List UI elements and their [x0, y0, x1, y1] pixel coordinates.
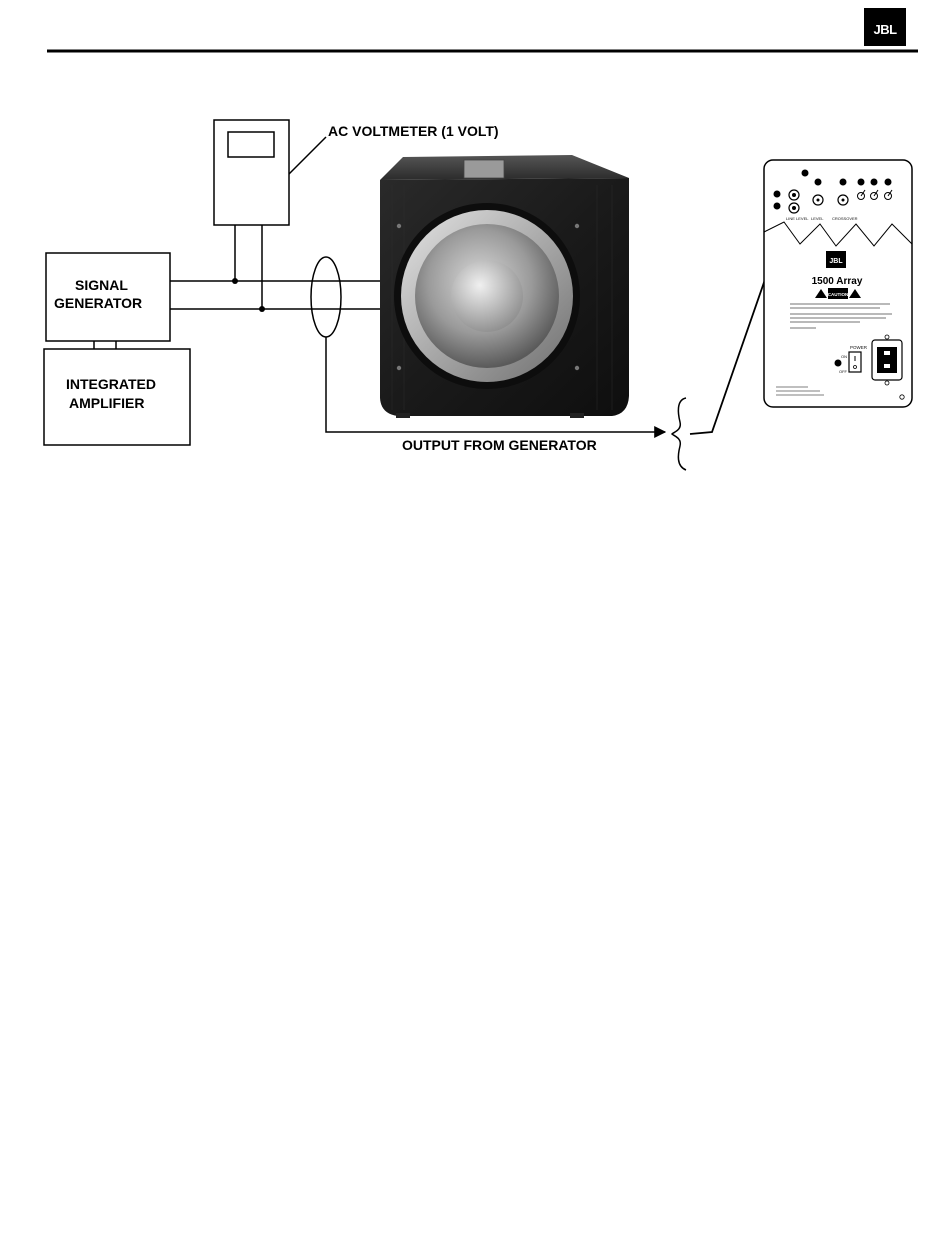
cabinet-top	[380, 155, 629, 180]
voltmeter-leader-line	[289, 137, 326, 174]
cabinet-foot	[396, 413, 410, 418]
subwoofer-cabinet	[380, 155, 629, 418]
signal-generator-label-line2: GENERATOR	[54, 295, 142, 311]
callout-5-icon	[840, 179, 847, 186]
cabinet-foot	[570, 413, 584, 418]
power-switch[interactable]	[849, 352, 861, 372]
ac-inlet[interactable]	[872, 335, 902, 385]
rear-panel: LINE LEVEL LEVEL CROSSOVER JBL 1500 Arra…	[764, 160, 912, 407]
power-off-label: OFF	[839, 369, 848, 374]
power-label: POWER	[850, 345, 868, 350]
integrated-amplifier: INTEGRATED AMPLIFIER	[44, 349, 190, 445]
panel-model-name: 1500 Array	[812, 276, 863, 287]
callout-4-icon	[815, 179, 822, 186]
power-on-label: ON	[841, 354, 847, 359]
jack-pin-icon	[792, 206, 796, 210]
callout-9-icon	[835, 360, 842, 367]
jack-pin-icon	[792, 193, 796, 197]
signal-generator-label-line1: SIGNAL	[75, 277, 128, 293]
cabinet-top-badge	[464, 160, 504, 178]
voltmeter-label: AC VOLTMETER (1 VOLT)	[328, 123, 499, 139]
callout-6-icon	[858, 179, 865, 186]
curly-brace	[672, 398, 686, 470]
knob-center-icon	[817, 199, 820, 202]
callout-1-icon	[774, 191, 781, 198]
screw-icon	[575, 224, 579, 228]
input-label: LINE LEVEL	[786, 216, 809, 221]
screw-icon	[575, 366, 579, 370]
caution-label: CAUTION	[828, 292, 849, 297]
ac-voltmeter	[214, 120, 289, 225]
screw-icon	[397, 366, 401, 370]
output-label: OUTPUT FROM GENERATOR	[402, 437, 597, 453]
voltmeter-display	[228, 132, 274, 157]
jbl-logo: JBL	[864, 8, 906, 46]
jbl-logo-text: JBL	[873, 22, 897, 37]
signal-generator: SIGNAL GENERATOR	[46, 253, 170, 341]
callout-3-icon	[802, 170, 809, 177]
knob-center-icon	[842, 199, 845, 202]
screw-icon	[397, 224, 401, 228]
crossover-label: CROSSOVER	[832, 216, 858, 221]
callout-8-icon	[885, 179, 892, 186]
callout-7-icon	[871, 179, 878, 186]
callout-2-icon	[774, 203, 781, 210]
panel-jbl-logo-text: JBL	[829, 258, 843, 265]
amplifier-label-line2: AMPLIFIER	[69, 395, 144, 411]
woofer-dust-cap	[451, 260, 523, 332]
probe-ellipse	[311, 257, 341, 337]
amplifier-label-line1: INTEGRATED	[66, 376, 156, 392]
level-label: LEVEL	[811, 216, 824, 221]
